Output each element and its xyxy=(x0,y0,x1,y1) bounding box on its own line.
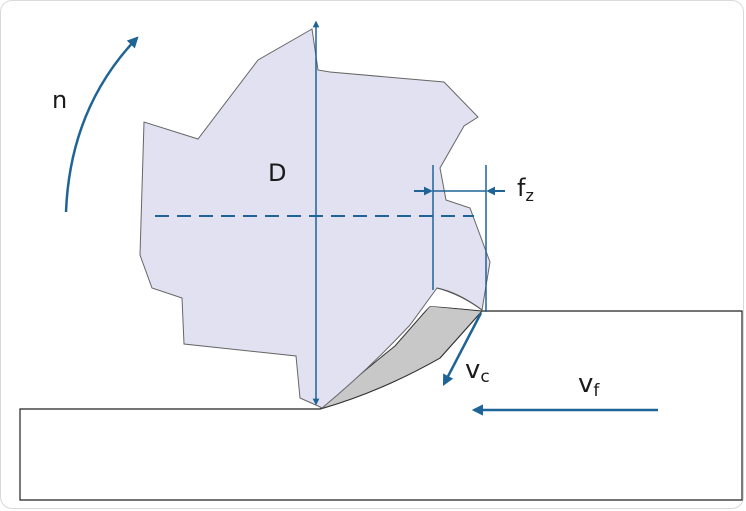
rotation-arrow xyxy=(64,36,139,213)
label-d: D xyxy=(268,159,286,187)
label-fz: fz xyxy=(517,174,534,205)
label-vc: vc xyxy=(465,355,490,387)
label-vf-main: v xyxy=(578,369,593,399)
label-vc-main: v xyxy=(465,355,480,385)
label-vf-sub: f xyxy=(593,381,600,401)
vc-arrow xyxy=(442,312,483,386)
label-fz-sub: z xyxy=(525,186,533,205)
label-fz-main: f xyxy=(517,174,526,202)
label-vc-sub: c xyxy=(480,367,489,387)
label-vf: vf xyxy=(578,369,600,401)
label-n: n xyxy=(52,86,67,114)
cutting-edge xyxy=(436,287,483,311)
